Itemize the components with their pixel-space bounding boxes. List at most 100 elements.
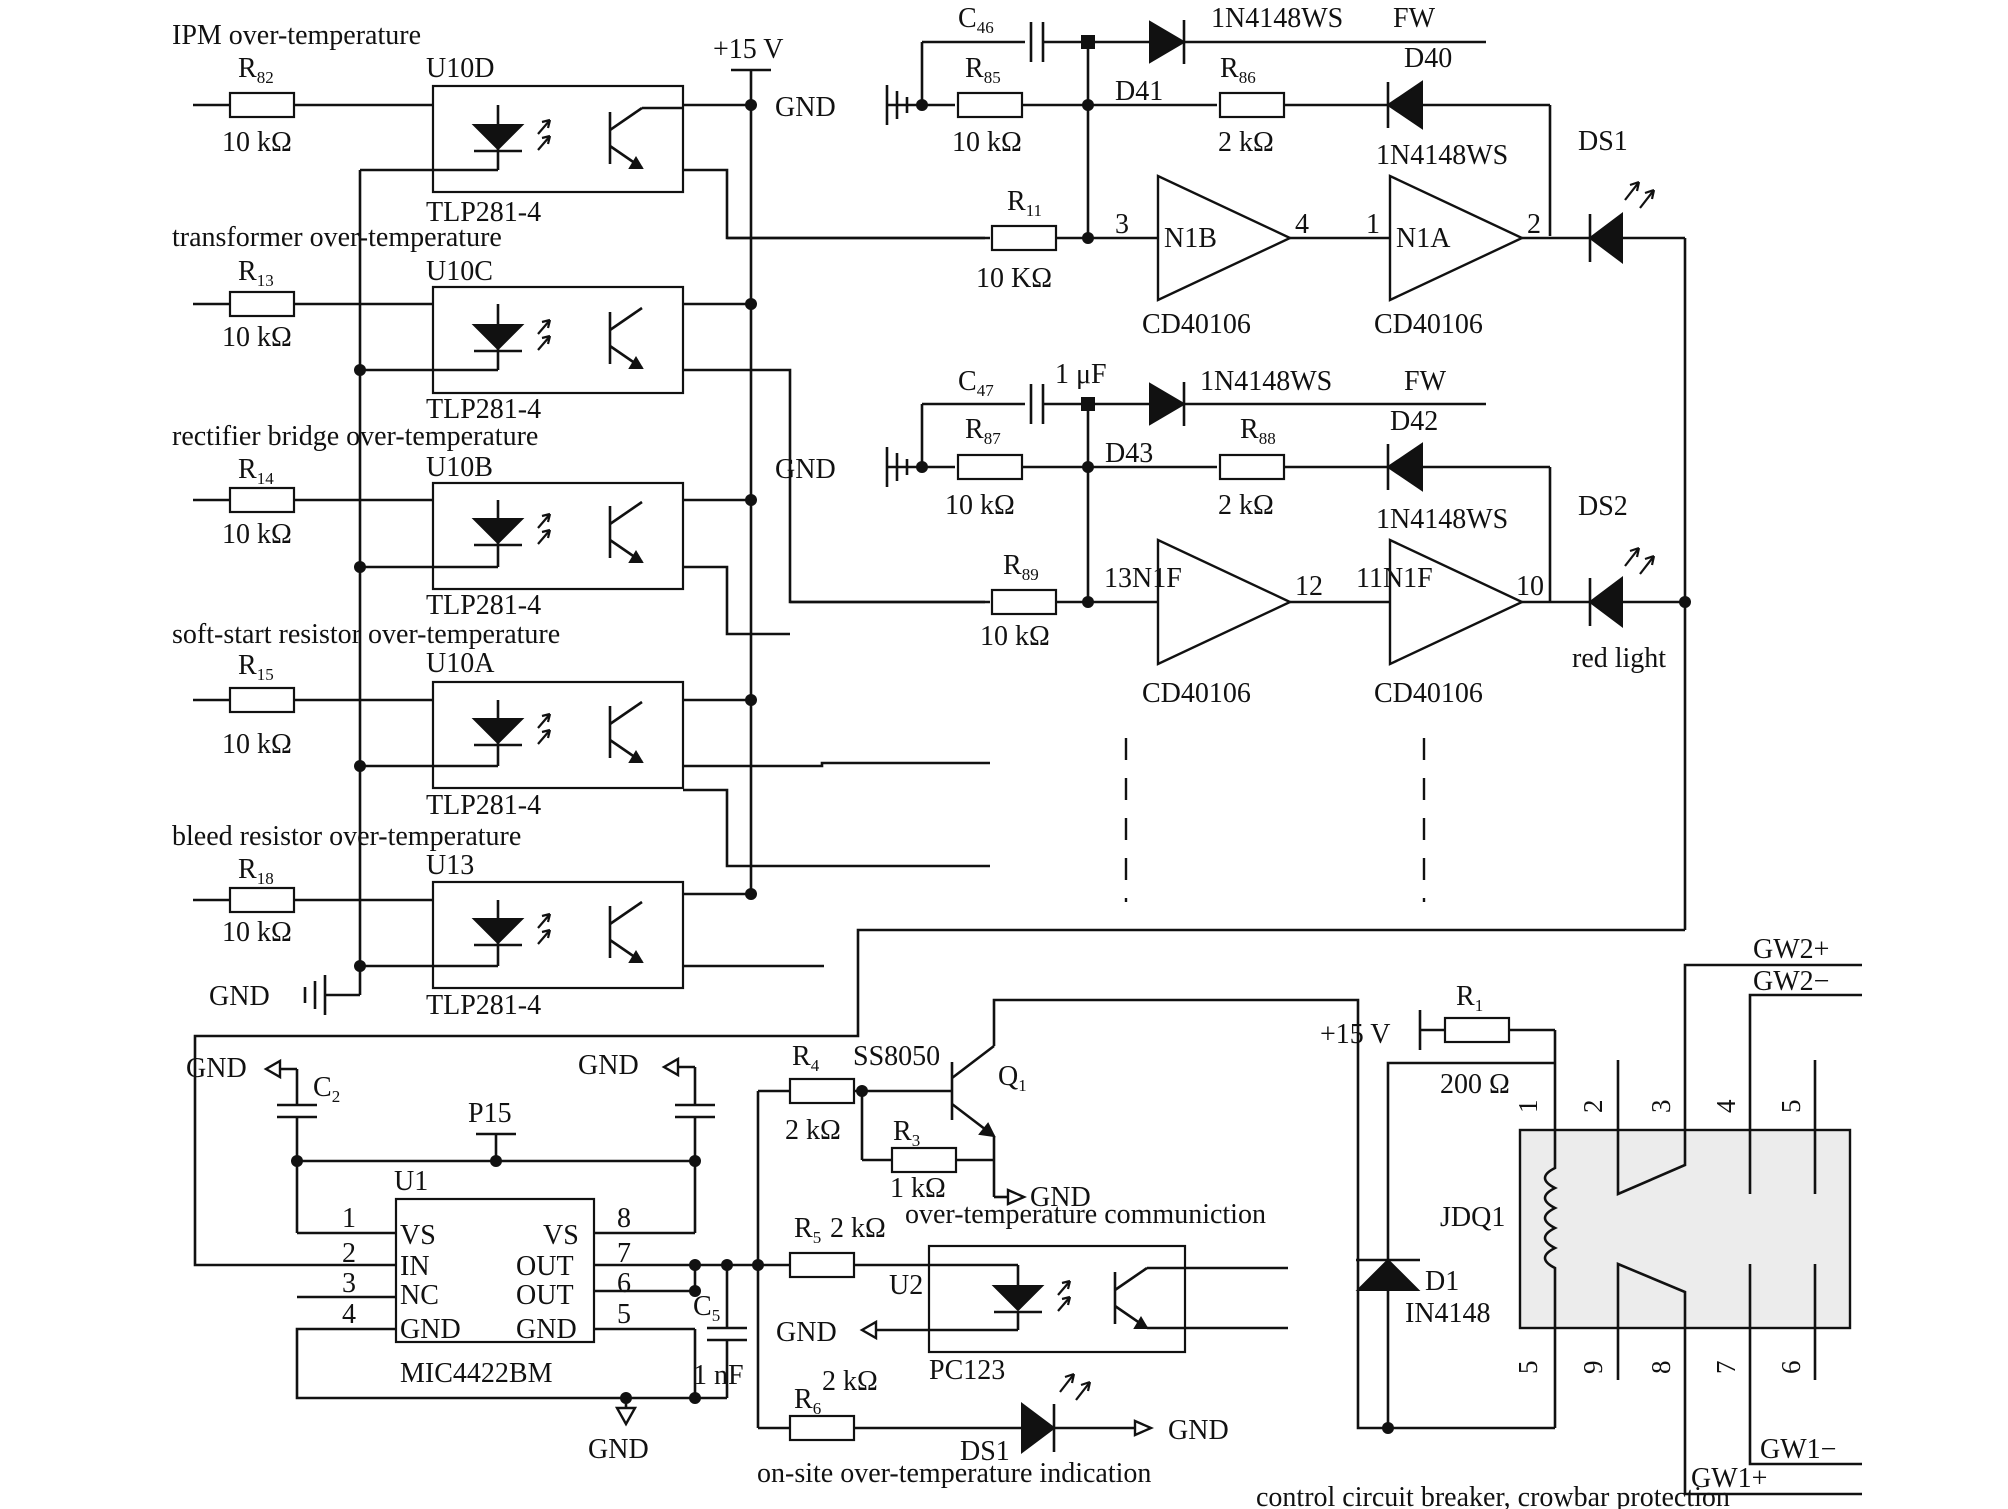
plus15-label: +15 V xyxy=(713,34,784,65)
u10c-part: TLP281-4 xyxy=(426,394,541,425)
d40-part: 1N4148WS xyxy=(1376,140,1508,171)
d42-label: D42 xyxy=(1390,406,1438,437)
svg-text:5: 5 xyxy=(617,1299,631,1330)
r6-value: 2 kΩ xyxy=(822,1366,878,1397)
ipm-label: IPM over-temperature xyxy=(172,20,421,51)
indicator-ds1-label: DS1 xyxy=(960,1436,1010,1467)
gw2-minus: GW2− xyxy=(1753,966,1829,997)
driver-section: GND C2 GND P15 U1 VS IN NC GND VS OUT xyxy=(186,928,1685,1465)
u2-part: PC123 xyxy=(929,1355,1005,1386)
u10c-label: U10C xyxy=(426,256,493,287)
svg-text:R89: R89 xyxy=(1003,550,1039,584)
svg-text:8: 8 xyxy=(1646,1361,1676,1375)
left-gnd-label: GND xyxy=(209,981,270,1012)
svg-text:R86: R86 xyxy=(1220,53,1256,87)
pin12: 12 xyxy=(1295,571,1323,602)
svg-text:1: 1 xyxy=(1513,1100,1543,1114)
u10d-part: TLP281-4 xyxy=(426,197,541,228)
r11-value: 10 KΩ xyxy=(976,263,1052,294)
u2-label: U2 xyxy=(889,1270,923,1301)
indicator-gnd: GND xyxy=(1168,1415,1229,1446)
d42-part: 1N4148WS xyxy=(1376,504,1508,535)
gate1-label: 13N1F xyxy=(1104,563,1182,594)
u1-pin-out1: OUT xyxy=(516,1251,574,1282)
svg-text:4: 4 xyxy=(1711,1099,1741,1113)
r89-value: 10 kΩ xyxy=(980,621,1050,652)
r5-value: 2 kΩ xyxy=(830,1213,886,1244)
svg-text:C47: C47 xyxy=(958,366,994,400)
opto-row-u13: bleed resistor over-temperature R18 10 k… xyxy=(172,821,824,1021)
svg-text:R87: R87 xyxy=(965,414,1001,448)
svg-text:R5: R5 xyxy=(794,1213,821,1247)
ch1-diode-part: 1N4148WS xyxy=(1211,3,1343,34)
n1b-label: N1B xyxy=(1164,223,1217,254)
transformer-label: transformer over-temperature xyxy=(172,222,502,253)
n1a-label: N1A xyxy=(1396,223,1451,254)
u1-pin-nc: NC xyxy=(400,1280,439,1311)
svg-text:C46: C46 xyxy=(958,3,994,37)
svg-text:2: 2 xyxy=(1578,1100,1608,1114)
c5-value: 1 nF xyxy=(693,1360,744,1391)
u13-label: U13 xyxy=(426,850,474,881)
svg-text:7: 7 xyxy=(1711,1361,1741,1375)
svg-text:R88: R88 xyxy=(1240,414,1276,448)
u1-part: MIC4422BM xyxy=(400,1358,553,1389)
ch2-diode-part: 1N4148WS xyxy=(1200,366,1332,397)
svg-text:R18: R18 xyxy=(238,854,274,888)
svg-text:R1: R1 xyxy=(1456,981,1483,1015)
svg-text:7: 7 xyxy=(617,1238,631,1269)
svg-text:R6: R6 xyxy=(794,1384,821,1418)
svg-text:R11: R11 xyxy=(1007,186,1042,220)
svg-text:6: 6 xyxy=(617,1268,631,1299)
r82-name: R xyxy=(238,53,257,84)
svg-text:3: 3 xyxy=(342,1268,356,1299)
svg-text:R13: R13 xyxy=(238,256,274,290)
optocoupler-bank: +15 V GND IPM over-temperature R82 10 kΩ… xyxy=(172,20,990,1021)
ch1-gnd-label: GND xyxy=(775,92,836,123)
driver-gnd-right: GND xyxy=(578,1050,639,1081)
channel-2-logic: C47 1 μF 1N4148WS FW GND R87 10 kΩ D43 R… xyxy=(775,359,1691,902)
opto-row-u10b: rectifier bridge over-temperature R14 10… xyxy=(172,421,757,621)
r14-value: 10 kΩ xyxy=(222,519,292,550)
pin10: 10 xyxy=(1516,571,1544,602)
u2-gnd: GND xyxy=(776,1317,837,1348)
svg-text:5: 5 xyxy=(1513,1361,1543,1375)
driver-gnd-bottom: GND xyxy=(588,1434,649,1465)
svg-text:R15: R15 xyxy=(238,650,274,684)
d40-label: D40 xyxy=(1404,43,1452,74)
gw1-plus: GW1+ xyxy=(1691,1463,1767,1494)
u13-part: TLP281-4 xyxy=(426,990,541,1021)
u1-pin-gnd-l: GND xyxy=(400,1314,461,1345)
r82-value: 10 kΩ xyxy=(222,127,292,158)
r3-value: 1 kΩ xyxy=(890,1173,946,1204)
red-light-label: red light xyxy=(1572,643,1666,674)
c47-value: 1 μF xyxy=(1055,359,1107,390)
u1-pin-gnd-r: GND xyxy=(516,1314,577,1345)
communication-label: over-temperature communiction xyxy=(905,1199,1266,1230)
opto-row-u10a: soft-start resistor over-temperature R15… xyxy=(172,619,757,821)
d1-label: D1 xyxy=(1425,1266,1459,1297)
r18-value: 10 kΩ xyxy=(222,917,292,948)
svg-text:8: 8 xyxy=(617,1203,631,1234)
opto-row-u10d: IPM over-temperature R82 10 kΩ U10D TLP2… xyxy=(172,20,757,228)
u1-pin-vs-l: VS xyxy=(400,1220,436,1251)
ds1-led-label: DS1 xyxy=(1578,126,1628,157)
driver-gnd-left: GND xyxy=(186,1053,247,1084)
u10d-label: U10D xyxy=(426,53,494,84)
relay-section: +15 V R1 200 Ω D1 IN4148 JDQ1 1 2 3 4 5 xyxy=(1256,934,1862,1509)
breaker-label: control circuit breaker, crowbar protect… xyxy=(1256,1482,1730,1509)
svg-text:4: 4 xyxy=(342,1299,356,1330)
svg-text:C5: C5 xyxy=(693,1291,720,1325)
ch2-gnd-label: GND xyxy=(775,454,836,485)
pin1: 1 xyxy=(1366,209,1380,240)
r88-value: 2 kΩ xyxy=(1218,490,1274,521)
ds2-led-label: DS2 xyxy=(1578,491,1628,522)
pin4: 4 xyxy=(1295,209,1309,240)
gate2-part: CD40106 xyxy=(1374,678,1483,709)
u10a-label: U10A xyxy=(426,648,495,679)
pin3: 3 xyxy=(1115,209,1129,240)
pin2: 2 xyxy=(1527,209,1541,240)
p15-label: P15 xyxy=(468,1098,512,1129)
relay-plus15: +15 V xyxy=(1320,1019,1391,1050)
